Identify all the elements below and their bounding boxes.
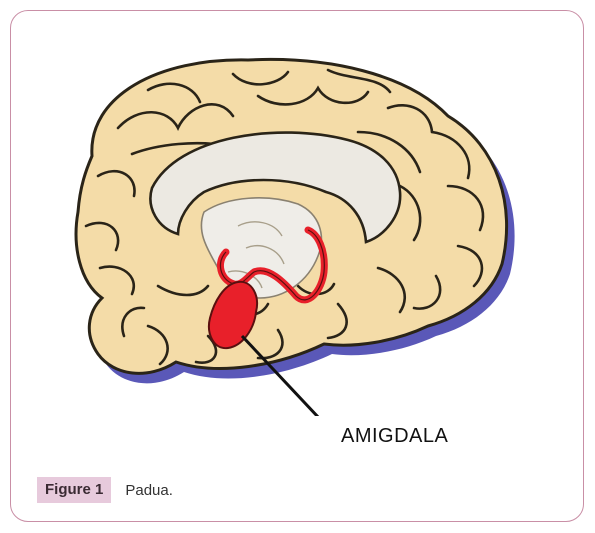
amygdala-pointer-line <box>240 334 320 416</box>
corpus-callosum <box>149 131 402 244</box>
figure-label: Figure 1 <box>37 477 112 503</box>
amygdala-shape <box>208 280 258 350</box>
fornix-outline <box>219 229 325 301</box>
caption-text: Padua. <box>125 481 173 499</box>
gyri-folds <box>84 68 485 366</box>
figure-caption: Figure 1 Padua. <box>37 477 173 503</box>
amygdala-label: AMIGDALA <box>341 425 449 447</box>
brain-illustration <box>74 57 515 416</box>
